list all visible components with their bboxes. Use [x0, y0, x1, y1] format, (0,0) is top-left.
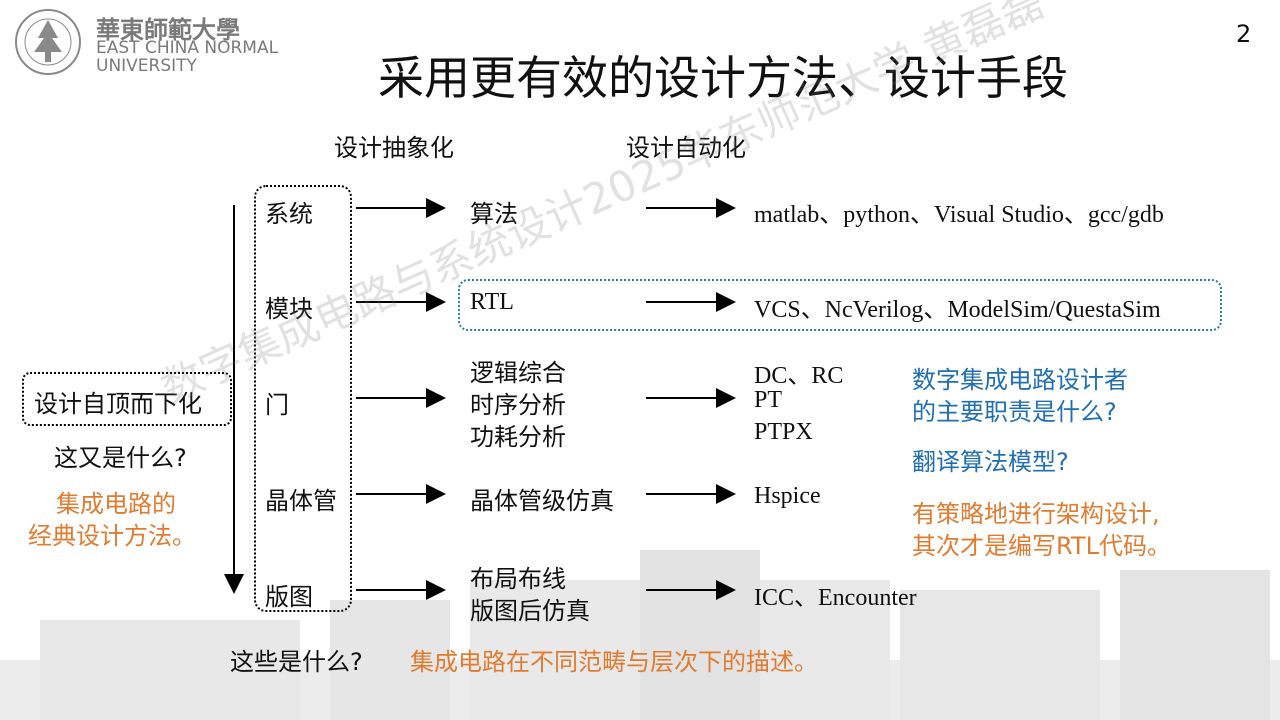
left-question: 这又是什么? [54, 444, 187, 472]
right-answer-line1: 有策略地进行架构设计, [912, 500, 1160, 528]
slide-title: 采用更有效的设计方法、设计手段 [378, 51, 1068, 105]
bottom-answer: 集成电路在不同范畴与层次下的描述。 [410, 648, 818, 676]
level-label-transistor: 晶体管 [265, 487, 337, 515]
tools-gate-1: DC、RC [754, 363, 844, 389]
topdown-label: 设计自顶而下化 [34, 390, 202, 418]
tools-transistor: Hspice [754, 483, 821, 509]
tools-system: matlab、python、Visual Studio、gcc/gdb [754, 202, 1164, 228]
tools-gate-2: PT [754, 387, 783, 413]
desc-gate-2: 时序分析 [470, 391, 566, 419]
rtl-highlight-box [458, 279, 1222, 331]
desc-gate-3: 功耗分析 [470, 423, 566, 451]
desc-layout-1: 布局布线 [470, 565, 566, 593]
background-campus-image [0, 550, 1280, 720]
level-label-gate: 门 [265, 391, 289, 419]
university-seal-icon [15, 9, 81, 75]
right-question-line1: 数字集成电路设计者 [912, 366, 1128, 394]
levels-dotted-box [254, 185, 352, 612]
left-answer-line1: 集成电路的 [56, 490, 176, 518]
desc-module: RTL [470, 289, 514, 315]
page-number: 2 [1236, 20, 1252, 48]
logo-english-line2: UNIVERSITY [96, 56, 197, 76]
desc-system: 算法 [470, 200, 518, 228]
desc-transistor: 晶体管级仿真 [470, 487, 614, 515]
bottom-question: 这些是什么? [230, 648, 363, 676]
level-label-layout: 版图 [265, 583, 313, 611]
right-question-2: 翻译算法模型? [912, 448, 1069, 476]
logo-english-line1: EAST CHINA NORMAL [96, 38, 279, 58]
column-header-abstraction: 设计抽象化 [334, 134, 454, 162]
logo-chinese-name: 華東師範大學 [96, 15, 240, 44]
tools-gate-3: PTPX [754, 419, 813, 445]
desc-gate-1: 逻辑综合 [470, 359, 566, 387]
right-answer-line2: 其次才是编写RTL代码。 [912, 532, 1171, 560]
column-header-automation: 设计自动化 [626, 134, 746, 162]
topdown-dotted-box [22, 372, 232, 426]
right-question-line2: 的主要职责是什么? [912, 398, 1117, 426]
left-answer-line2: 经典设计方法。 [28, 522, 196, 550]
level-label-system: 系统 [265, 200, 313, 228]
tools-layout: ICC、Encounter [754, 585, 917, 611]
level-label-module: 模块 [265, 295, 313, 323]
desc-layout-2: 版图后仿真 [470, 597, 590, 625]
tools-module: VCS、NcVerilog、ModelSim/QuestaSim [754, 297, 1161, 323]
